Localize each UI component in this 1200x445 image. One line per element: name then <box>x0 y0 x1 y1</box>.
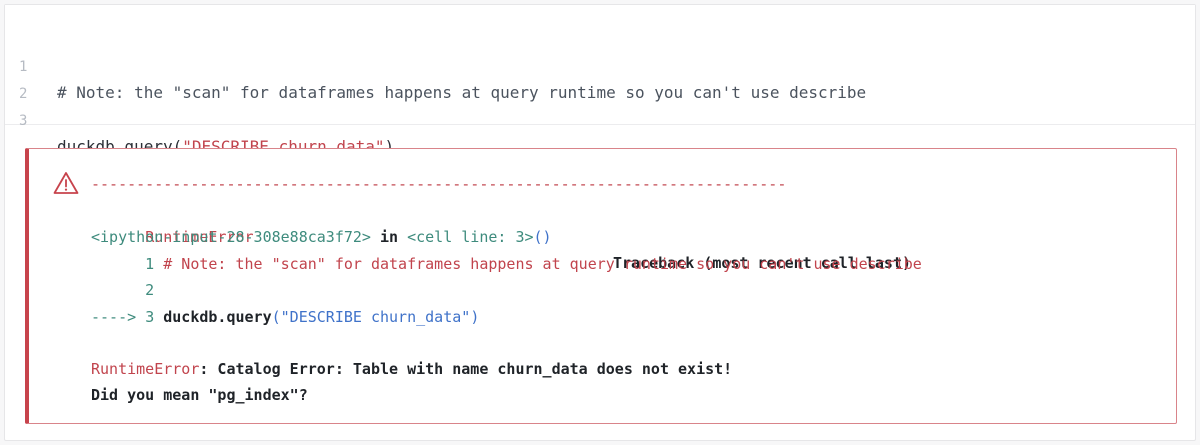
traceback-cell: <cell line: 3> <box>407 228 534 246</box>
traceback-arrow: ----> <box>91 308 146 326</box>
context-line-number: 2 <box>91 281 155 299</box>
context-string: "DESCRIBE churn_data" <box>280 308 471 326</box>
traceback-title: Traceback (most recent call last) <box>612 254 911 272</box>
context-comment: # Note: the "scan" for dataframes happen… <box>163 255 922 273</box>
error-name: RuntimeError <box>145 228 254 246</box>
error-output: ----------------------------------------… <box>25 148 1177 424</box>
code-close-paren: ) <box>384 137 395 156</box>
context-line-number: 3 <box>145 308 164 326</box>
error-suggestion: Did you mean "pg_index"? <box>91 386 308 404</box>
line-number: 2 <box>19 86 28 102</box>
traceback-context-line-3: ----> 3 duckdb.query("DESCRIBE churn_dat… <box>91 304 479 330</box>
error-message-text: : Catalog Error: Table with name churn_d… <box>199 360 733 378</box>
error-message: RuntimeError: Catalog Error: Table with … <box>91 356 732 382</box>
error-message-name: RuntimeError <box>91 360 200 378</box>
code-editor[interactable]: 1 # Note: the "scan" for dataframes happ… <box>5 5 1195 156</box>
traceback-header: RuntimeError Traceback (most recent call… <box>91 198 911 272</box>
traceback-context-line-2: 2 <box>91 277 154 303</box>
notebook-cell: 1 # Note: the "scan" for dataframes happ… <box>4 4 1196 441</box>
traceback-separator: ----------------------------------------… <box>91 175 787 193</box>
code-line-1: 1 # Note: the "scan" for dataframes happ… <box>5 28 1185 102</box>
traceback-location: <ipython-input-28-308e88ca3f72> in <cell… <box>91 224 552 250</box>
code-comment: # Note: the "scan" for dataframes happen… <box>57 83 867 102</box>
context-paren-close: ) <box>470 308 480 326</box>
warning-icon <box>53 172 79 194</box>
context-paren-open: ( <box>271 308 281 326</box>
context-line-number: 1 <box>91 255 164 273</box>
traceback-parens: () <box>533 228 552 246</box>
traceback-context-line-1: 1 # Note: the "scan" for dataframes happ… <box>91 251 922 277</box>
line-number: 1 <box>19 59 28 75</box>
line-number: 3 <box>19 113 28 129</box>
code-line-3: 3 duckdb.query("DESCRIBE churn_data") <box>5 82 1185 156</box>
code-line-2: 2 <box>5 55 1185 102</box>
traceback-file: <ipython-input-28-308e88ca3f72> <box>91 228 371 246</box>
traceback-in: in <box>370 228 408 246</box>
context-call: duckdb.query <box>163 308 272 326</box>
